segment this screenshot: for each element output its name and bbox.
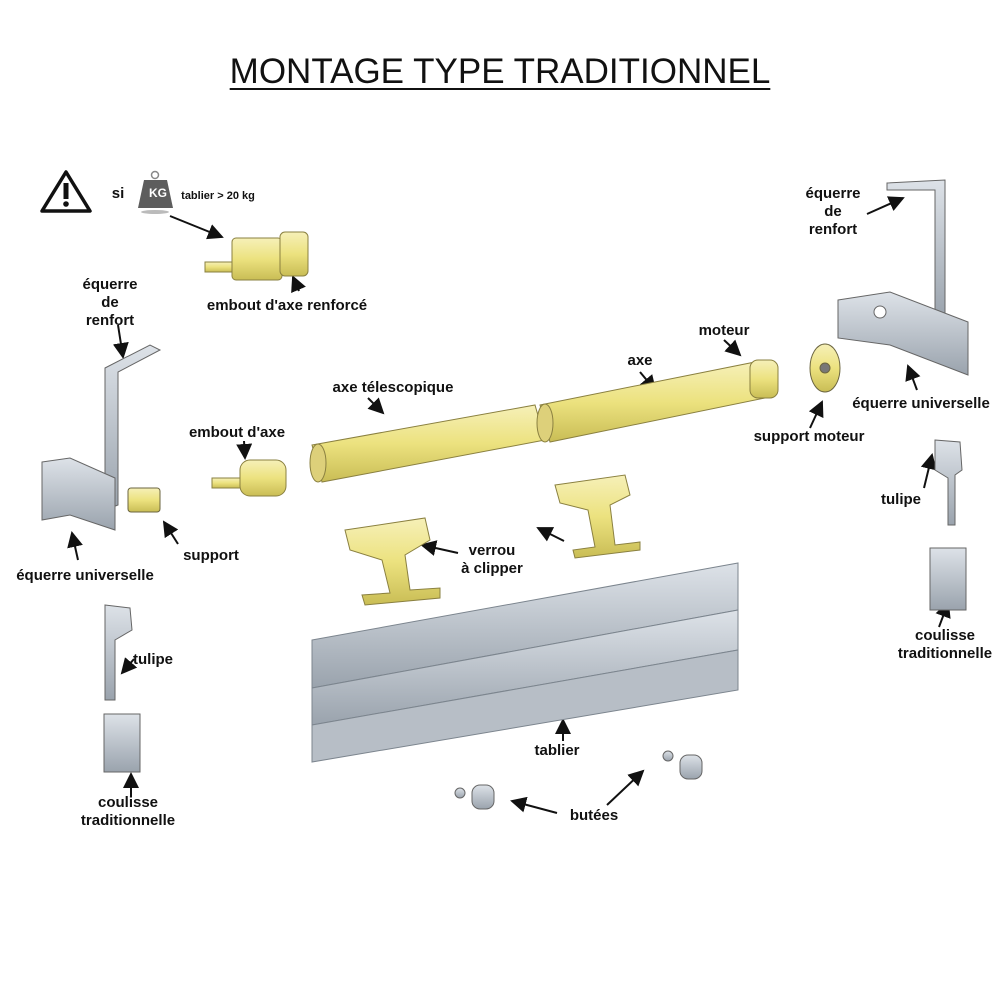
tulipe-right-part [934,439,963,526]
label-line: à clipper [461,560,523,577]
label-line: coulisse [97,794,159,811]
label-line: traditionnelle [80,812,176,829]
label-line: renfort [85,312,135,329]
label-tulipe-left: tulipe [133,651,173,668]
warning-condition: tablier > 20 kg [181,190,255,202]
embout-axe-part [211,459,287,497]
label-line: renfort [808,221,858,238]
label-axe: axe [627,352,653,369]
label-coulisse-left: coulisse traditionnelle [81,794,175,830]
label-verrou: verrou à clipper [461,542,523,578]
butees-parts [454,750,703,810]
label-equerre-universelle-left: équerre universelle [16,567,154,584]
verrou-parts [344,474,641,606]
label-equerre-renfort-left: équerre de renfort [82,276,137,330]
label-axe-telescopique: axe télescopique [332,379,454,396]
label-support-moteur: support moteur [753,428,865,445]
label-support: support [183,547,239,564]
coulisse-left-part [103,713,141,773]
label-line: de [824,203,842,220]
label-line: équerre [805,185,861,202]
embout-axe-renforce [204,231,309,281]
warning-triangle-icon [40,170,92,213]
label-moteur: moteur [698,322,750,339]
axe-telescopique [309,404,546,483]
page-title: MONTAGE TYPE TRADITIONNEL [229,52,771,91]
label-embout-axe: embout d'axe [188,424,286,441]
weight-icon-text: KG [149,186,167,200]
label-line: de [101,294,119,311]
arrows [67,196,951,814]
label-coulisse-right: coulisse traditionnelle [898,627,992,663]
label-line: verrou [468,542,516,559]
weight-icon [138,170,173,214]
equerre-universelle-left-part [41,457,116,531]
label-line: traditionnelle [897,645,993,662]
label-equerre-universelle-right: équerre universelle [852,395,990,412]
support-moteur-part [809,343,841,393]
coulisse-right-part [929,547,967,611]
label-tulipe-right: tulipe [881,491,921,508]
axe [536,359,779,443]
label-embout-renforce: embout d'axe renforcé [206,297,368,314]
label-line: équerre [82,276,138,293]
tulipe-left-part [104,604,133,701]
equerre-universelle-right-part [837,291,969,376]
support-part [127,487,161,513]
label-tablier: tablier [534,742,580,759]
label-equerre-renfort-right: équerre de renfort [805,185,860,239]
tablier-part [311,562,739,763]
label-butees: butées [569,807,619,824]
label-line: coulisse [914,627,976,644]
warning-si-text: si [111,185,125,202]
